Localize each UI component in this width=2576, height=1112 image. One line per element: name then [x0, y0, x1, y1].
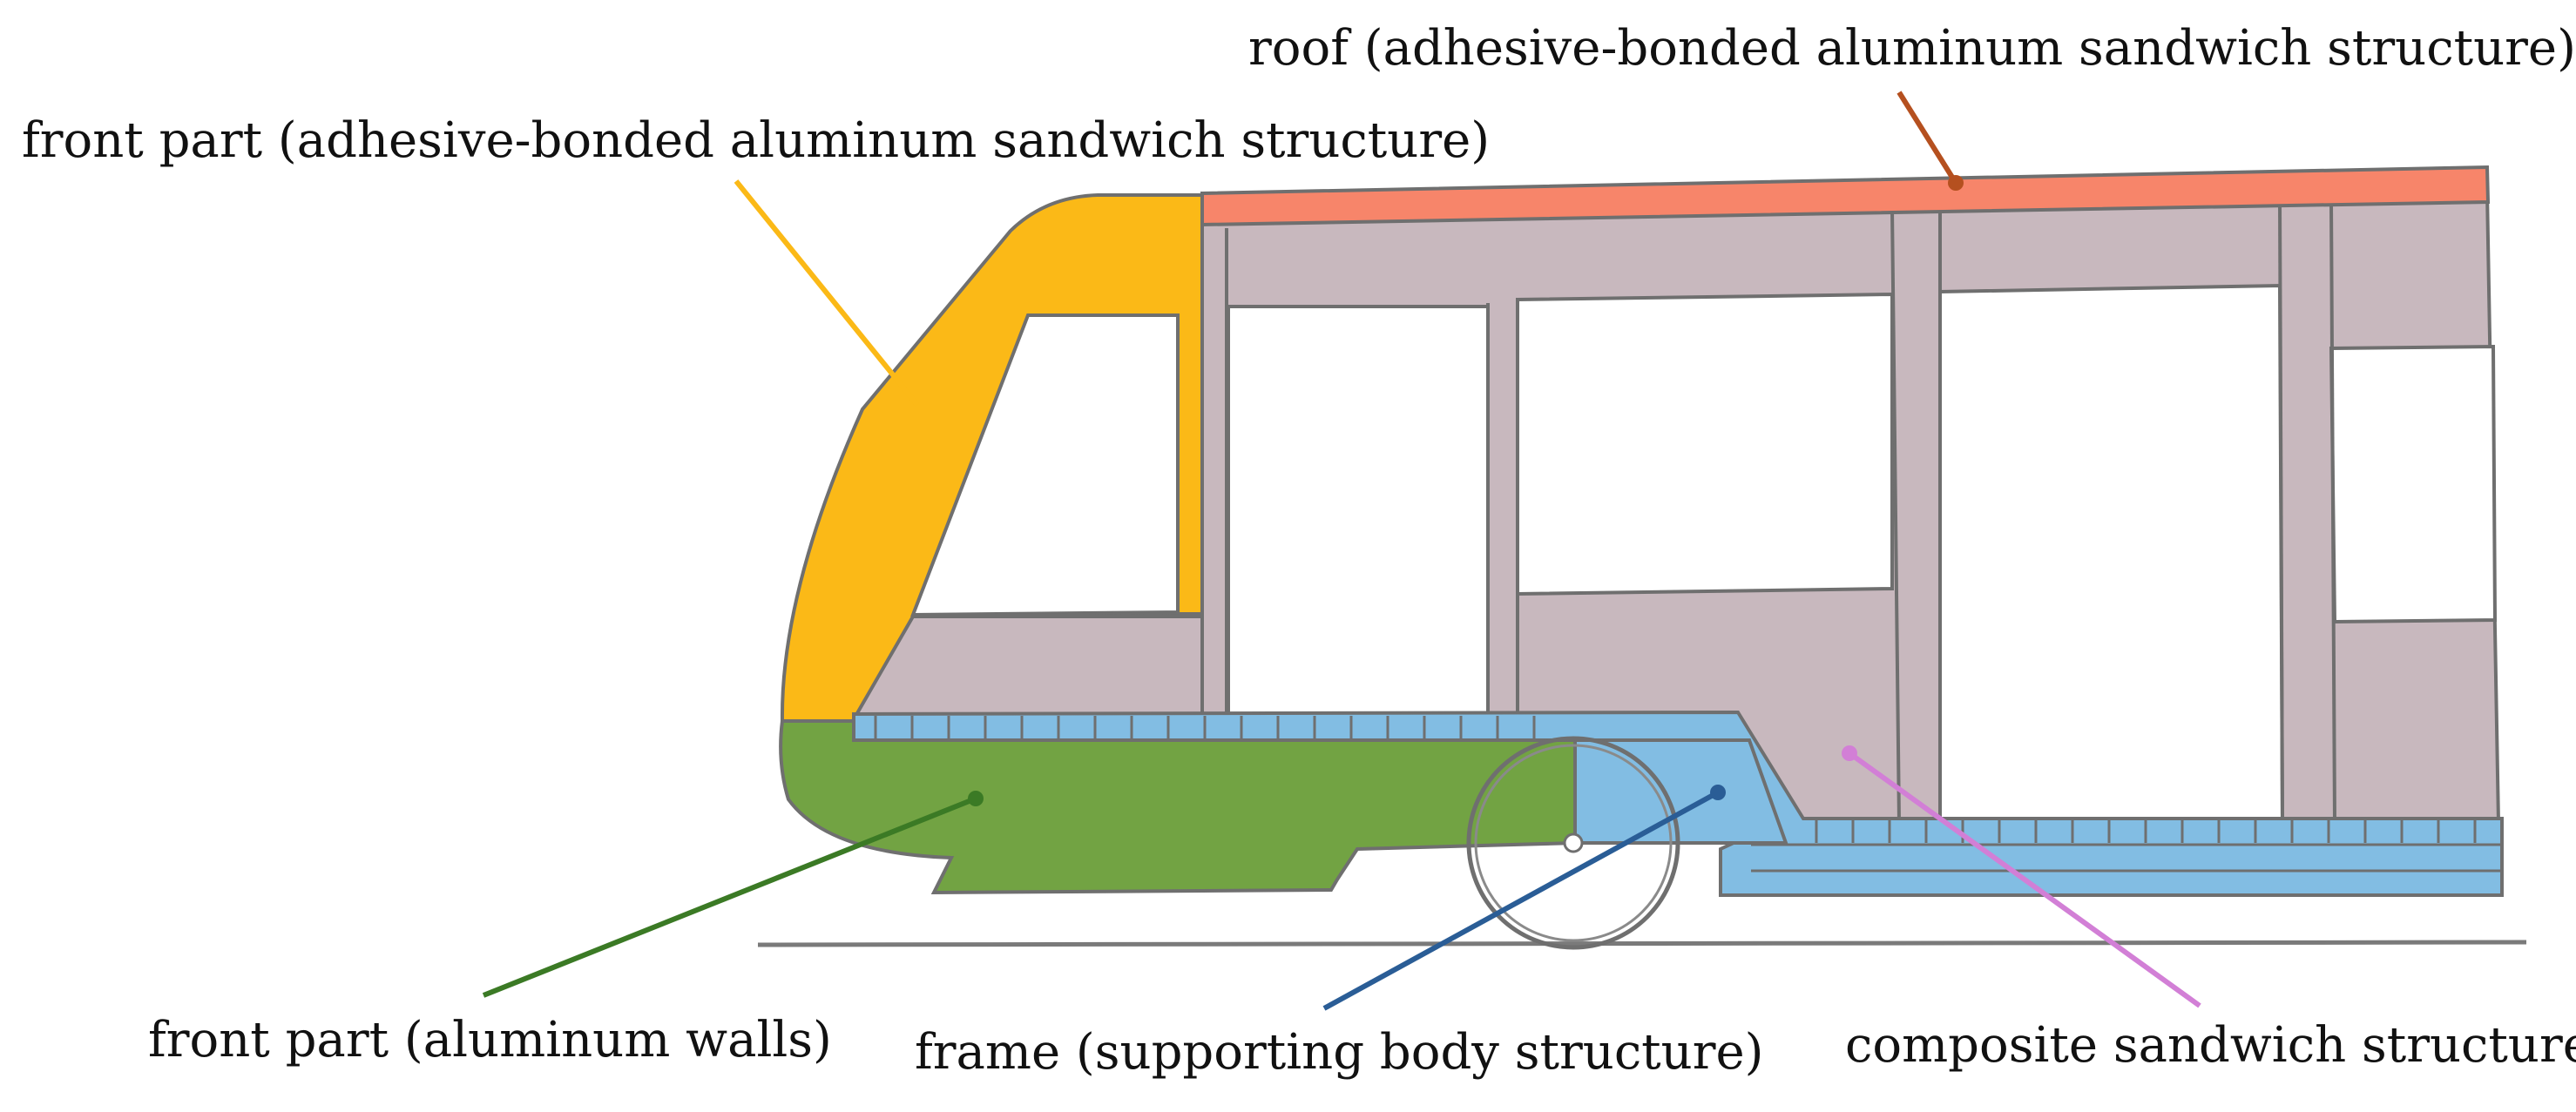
window-door-3: [1938, 283, 2285, 825]
pillar-8: [2329, 199, 2336, 824]
front-top-leader: [734, 179, 920, 407]
wheel-inner: [1474, 744, 1673, 942]
cab-window: [910, 313, 1180, 617]
front-part-walls: [779, 719, 1577, 895]
label-composite: composite sandwich structure: [1845, 1017, 2576, 1074]
ground-line: [757, 940, 2527, 947]
wheel: [1466, 736, 1680, 950]
roof-leader-dot: [1948, 175, 1964, 191]
window-2: [1516, 292, 1894, 596]
label-roof: roof (adhesive-bonded aluminum sandwich …: [1248, 20, 2576, 77]
composite-leader: [1848, 751, 2201, 1008]
label-front-part-walls: front part (aluminum walls): [148, 1012, 832, 1068]
label-frame: frame (supporting body structure): [915, 1024, 1764, 1081]
pillar-5: [1890, 208, 1901, 824]
roof-leader: [1897, 91, 1958, 185]
frame-bogie-block: [1573, 738, 1788, 845]
wheel-hub: [1563, 832, 1584, 853]
label-front-part-upper: front part (adhesive-bonded aluminum san…: [22, 112, 1491, 169]
front-walls-leader-dot: [968, 791, 984, 806]
composite-leader-dot: [1842, 745, 1857, 761]
window-door-1: [1227, 305, 1490, 716]
front-walls-leader: [482, 796, 977, 998]
pillar-7: [2278, 199, 2284, 824]
frame-leader: [1322, 790, 1720, 1011]
window-4: [2329, 344, 2498, 624]
frame-leader-dot: [1710, 785, 1726, 800]
frame-segments: [874, 716, 2502, 873]
cab-lower-panel: [850, 615, 1204, 722]
